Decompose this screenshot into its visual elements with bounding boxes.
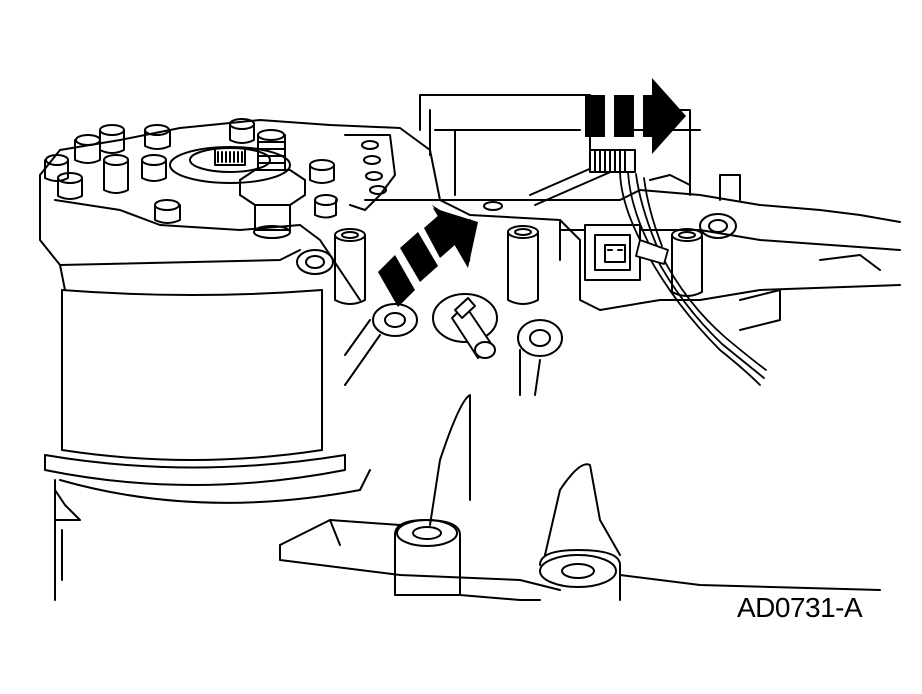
- eyelet-left: [372, 303, 418, 337]
- bolt-13: [507, 225, 539, 305]
- bolt-10: [309, 159, 335, 184]
- bolt-6: [57, 172, 83, 200]
- bolt-9: [154, 199, 181, 224]
- figure-id-label: AD0731-A: [737, 592, 863, 623]
- top-bolts: [44, 118, 338, 224]
- cylinder-housing: [44, 289, 371, 601]
- bolt-14: [671, 228, 703, 297]
- bolt-12: [334, 228, 366, 305]
- bolt-2: [99, 124, 125, 154]
- eyelet-center: [432, 293, 498, 343]
- arrow-up-right-center: [378, 205, 478, 307]
- electrical-connector: [584, 224, 641, 281]
- pin-shaft: [451, 297, 496, 359]
- bolt-7: [103, 154, 129, 194]
- bolt-1: [74, 134, 101, 164]
- bolt-4: [229, 118, 255, 144]
- bolt-3: [144, 124, 171, 150]
- center-gear: [169, 129, 306, 239]
- wire-harness: [619, 169, 767, 386]
- eyelet-right: [517, 319, 563, 357]
- bolt-5: [44, 154, 69, 182]
- washer-right: [699, 213, 737, 239]
- right-details: [649, 109, 881, 331]
- lower-case: [279, 319, 881, 601]
- bolt-11: [314, 194, 338, 219]
- rod: [529, 149, 636, 206]
- housing-body: [39, 94, 901, 311]
- washer-left: [296, 249, 334, 275]
- arrow-right-top: [585, 78, 686, 154]
- bolt-8: [141, 154, 167, 182]
- bracket-bolts: [296, 213, 737, 357]
